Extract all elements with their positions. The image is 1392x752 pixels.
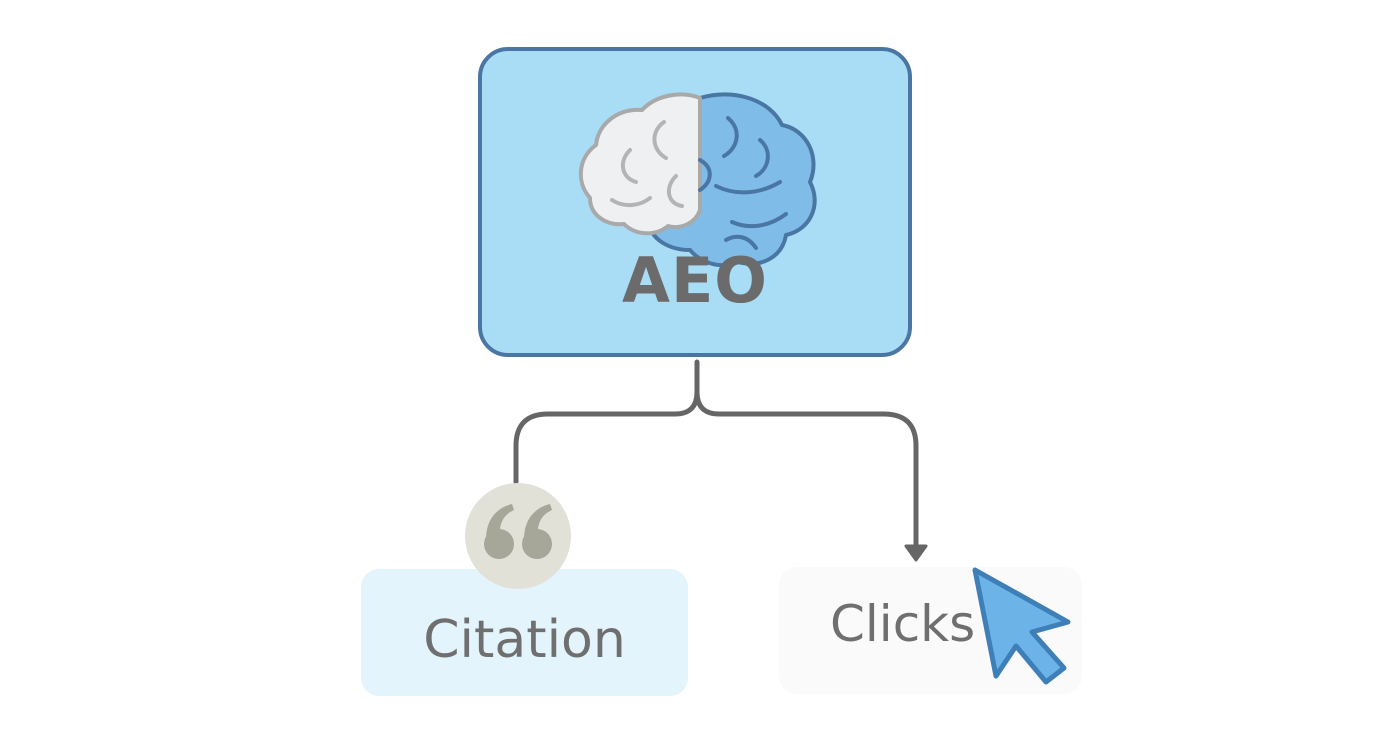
aeo-label: AEO — [621, 244, 769, 317]
citation-label: Citation — [423, 610, 626, 670]
arrowhead-icon — [904, 544, 928, 562]
clicks-label: Clicks — [830, 595, 976, 653]
quote-badge — [465, 483, 571, 589]
citation-node — [361, 569, 688, 696]
connector-to-clicks — [694, 389, 919, 551]
